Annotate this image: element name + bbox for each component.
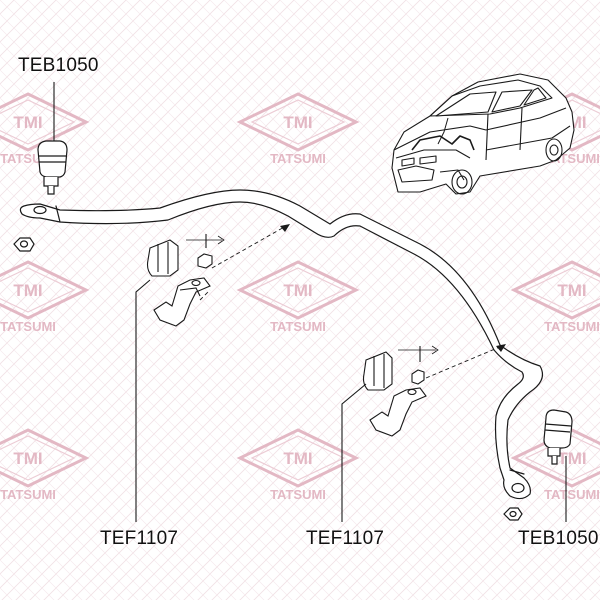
watermark-brand-text: TATSUMI bbox=[270, 487, 326, 502]
dashed-connectors-left bbox=[199, 225, 287, 301]
watermark-logo-text: TMI bbox=[13, 113, 42, 132]
bushing-bracket-right bbox=[362, 345, 439, 437]
watermark-brand-text: TATSUMI bbox=[270, 319, 326, 334]
watermark-logo-text: TMI bbox=[283, 449, 312, 468]
sway-bar bbox=[19, 189, 543, 500]
watermark-logo-text: TMI bbox=[557, 449, 586, 468]
bushing-bracket-left bbox=[146, 234, 225, 327]
watermark-logo-text: TMI bbox=[283, 113, 312, 132]
watermark-logo-text: TMI bbox=[13, 281, 42, 300]
part-label-teb1050-right: TEB1050 bbox=[518, 528, 599, 549]
car-illustration bbox=[391, 73, 575, 195]
watermark-brand-text: TATSUMI bbox=[544, 319, 600, 334]
leader-line-tef1107-middle bbox=[341, 383, 367, 522]
watermark-brand-text: TATSUMI bbox=[544, 487, 600, 502]
watermark-brand-text: TATSUMI bbox=[0, 487, 56, 502]
watermark-brand-text: TATSUMI bbox=[270, 151, 326, 166]
part-label-teb1050-left: TEB1050 bbox=[18, 55, 99, 76]
part-label-tef1107-left: TEF1107 bbox=[100, 528, 179, 549]
arrow-head-left bbox=[280, 224, 290, 232]
part-label-tef1107-middle: TEF1107 bbox=[306, 528, 385, 549]
watermark-logo-text: TMI bbox=[557, 281, 586, 300]
stabilizer-link-right bbox=[503, 409, 573, 521]
watermark-text: TMI TMI TMI TMI TMI TMI TMI TMI TMI TATS… bbox=[0, 113, 600, 502]
arrow-head-right bbox=[496, 344, 506, 352]
stabilizer-link-left bbox=[13, 82, 68, 252]
leader-line-tef1107-left bbox=[135, 279, 151, 522]
leader-lines bbox=[135, 279, 567, 522]
watermark-brand-text: TATSUMI bbox=[0, 319, 56, 334]
watermark-logo-text: TMI bbox=[283, 281, 312, 300]
watermark-logo-text: TMI bbox=[13, 449, 42, 468]
